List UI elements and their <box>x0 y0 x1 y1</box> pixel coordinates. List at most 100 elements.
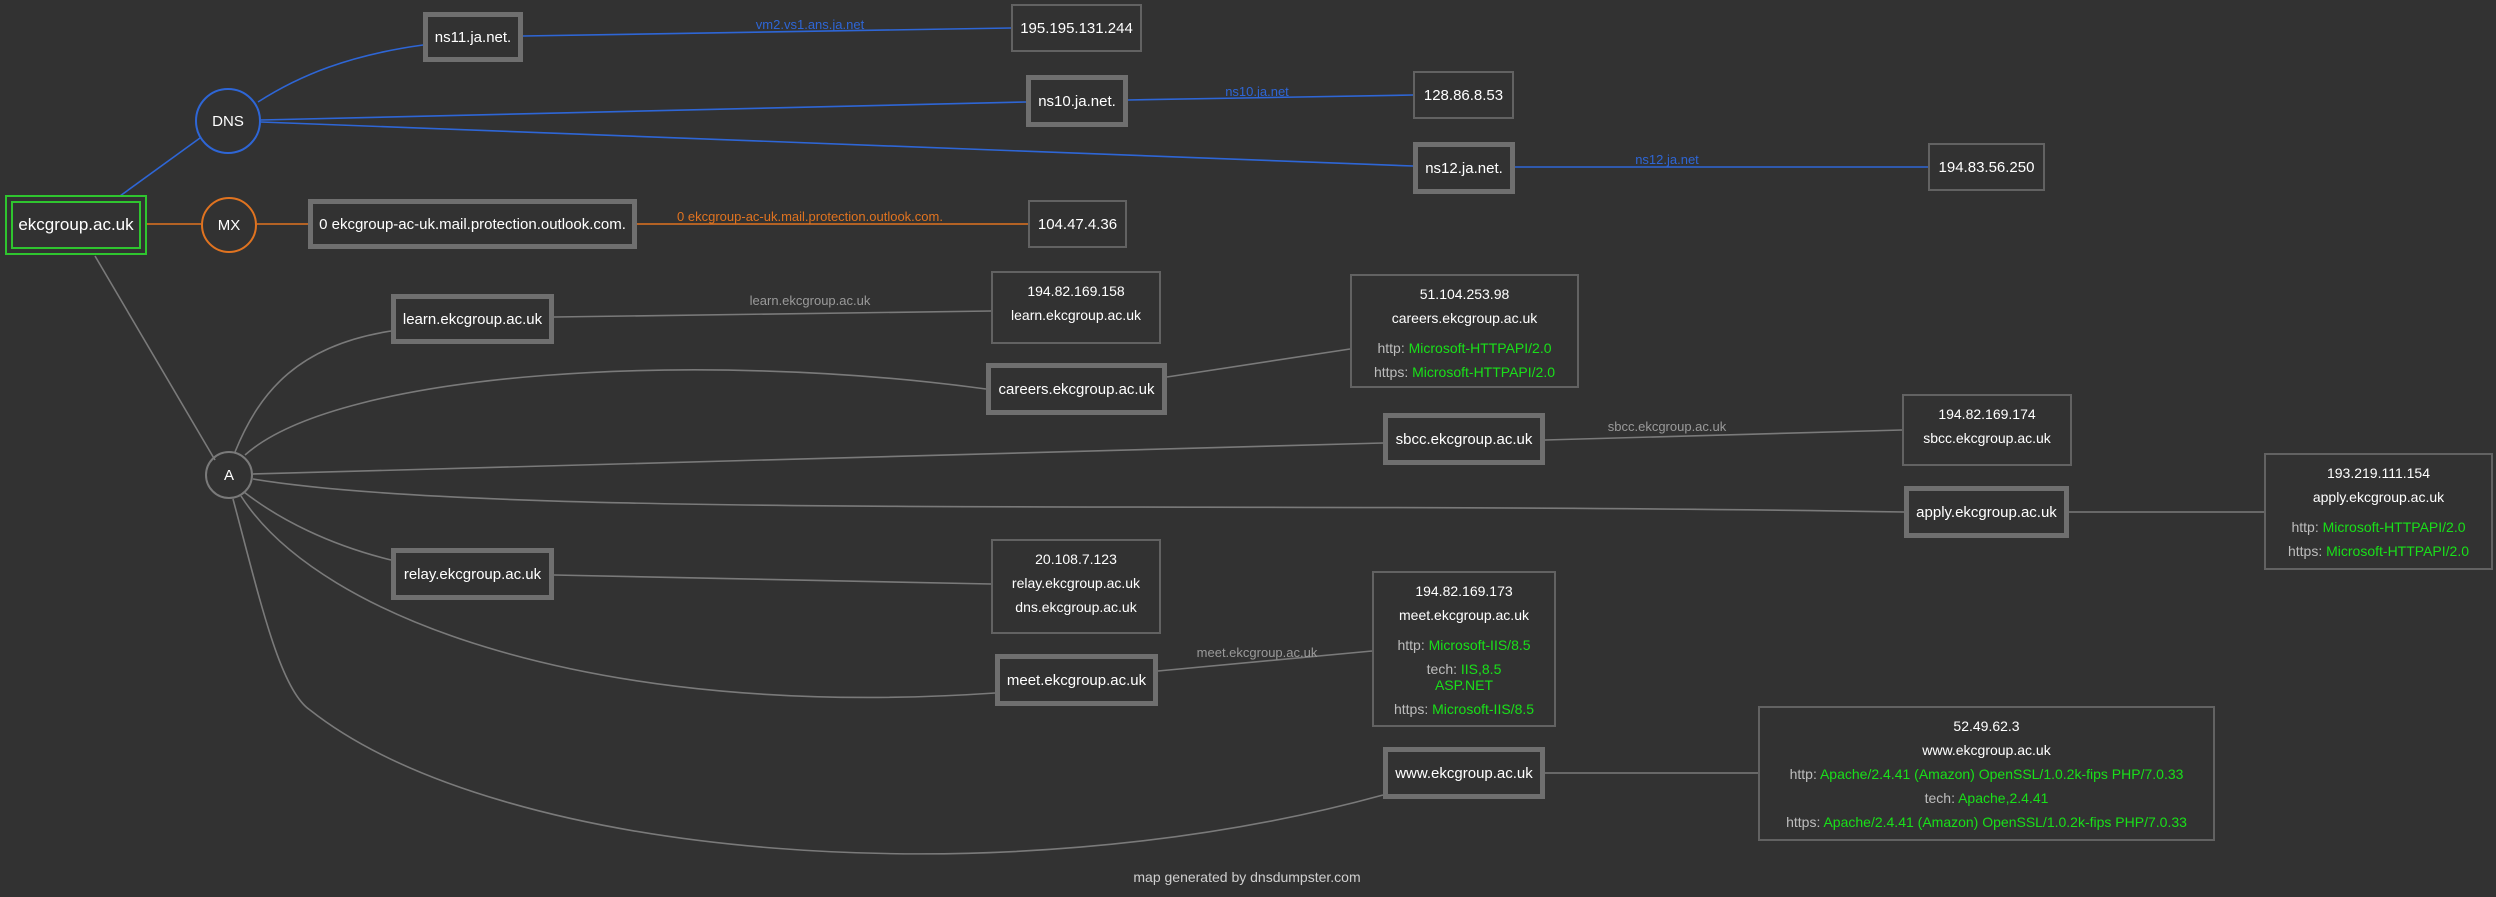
footer-credit: map generated by dnsdumpster.com <box>1133 869 1361 885</box>
edge-label: 0 ekcgroup-ac-uk.mail.protection.outlook… <box>677 209 943 224</box>
edge-label: ns12.ja.net <box>1635 152 1699 167</box>
edge-label: vm2.vs1.ans.ja.net <box>755 17 865 32</box>
info-key: http: <box>1789 766 1817 782</box>
info-key: tech: <box>1426 661 1457 677</box>
info-ip: 194.82.169.173 <box>1415 583 1513 599</box>
info-value: Microsoft-IIS/8.5 <box>1432 701 1535 717</box>
a-info-box[interactable]: 194.82.169.158 learn.ekcgroup.ac.uk <box>991 271 1161 344</box>
a-info-box[interactable]: 20.108.7.123 relay.ekcgroup.ac.uk dns.ek… <box>991 539 1161 634</box>
info-hostname: careers.ekcgroup.ac.uk <box>1391 310 1538 326</box>
learn-to-info-edge <box>553 310 992 318</box>
dns-ip-node[interactable]: 128.86.8.53 <box>1413 71 1514 119</box>
edge-label: sbcc.ekcgroup.ac.uk <box>1607 419 1727 434</box>
edge-label: meet.ekcgroup.ac.uk <box>1196 645 1318 660</box>
info-http: http: Apache/2.4.41 (Amazon) OpenSSL/1.0… <box>1760 762 2213 786</box>
dns-host-node[interactable]: ns10.ja.net. <box>1026 75 1128 127</box>
a-to-apply-edge <box>252 478 1905 513</box>
info-http: http: Microsoft-IIS/8.5 <box>1374 633 1554 657</box>
info-hostname: www.ekcgroup.ac.uk <box>1922 742 2051 758</box>
dns-ip-node[interactable]: 194.83.56.250 <box>1928 143 2045 191</box>
a-info-box[interactable]: 51.104.253.98 careers.ekcgroup.ac.uk htt… <box>1350 274 1579 388</box>
info-http: http: Microsoft-HTTPAPI/2.0 <box>1352 336 1577 360</box>
info-key: http: <box>2291 519 2319 535</box>
info-key: https: <box>1373 364 1409 380</box>
a-host-node[interactable]: careers.ekcgroup.ac.uk <box>986 363 1167 415</box>
info-ip: 51.104.253.98 <box>1419 286 1510 302</box>
info-key: http: <box>1377 340 1405 356</box>
info-https: https: Microsoft-IIS/8.5 <box>1374 697 1554 721</box>
a-to-www-edge <box>232 498 1384 855</box>
mx-ip-node[interactable]: 104.47.4.36 <box>1028 200 1127 248</box>
dns-group-node[interactable]: DNS <box>195 88 261 154</box>
info-value: Apache/2.4.41 (Amazon) OpenSSL/1.0.2k-fi… <box>1819 766 2184 782</box>
info-tech: tech: Apache,2.4.41 <box>1760 786 2213 810</box>
dns-ip-node[interactable]: 195.195.131.244 <box>1011 4 1142 52</box>
ns10-to-ip-edge <box>1127 94 1414 101</box>
info-value: Microsoft-HTTPAPI/2.0 <box>1408 340 1552 356</box>
info-ip: 20.108.7.123 <box>1035 551 1117 567</box>
dns-to-ns11-edge <box>257 44 424 103</box>
info-key: https: <box>1393 701 1429 717</box>
info-value: Microsoft-HTTPAPI/2.0 <box>2322 519 2466 535</box>
info-hostname: relay.ekcgroup.ac.uk <box>1011 575 1141 591</box>
edge-label: ns10.ja.net <box>1225 84 1289 99</box>
ns11-to-ip-edge <box>522 27 1012 37</box>
info-value: Microsoft-HTTPAPI/2.0 <box>1412 364 1556 380</box>
info-value: Apache/2.4.41 (Amazon) OpenSSL/1.0.2k-fi… <box>1823 814 2187 830</box>
info-hostname: apply.ekcgroup.ac.uk <box>2312 489 2445 505</box>
root-domain-node[interactable]: ekcgroup.ac.uk <box>5 195 147 255</box>
a-to-learn-edge <box>234 330 392 453</box>
info-key: https: <box>2287 543 2323 559</box>
a-info-box[interactable]: 52.49.62.3 www.ekcgroup.ac.uk http: Apac… <box>1758 706 2215 841</box>
dns-to-ns12-edge <box>260 121 1414 167</box>
info-ip: 193.219.111.154 <box>2326 465 2431 481</box>
info-hostname: meet.ekcgroup.ac.uk <box>1399 607 1529 623</box>
a-to-sbcc-edge <box>252 442 1384 475</box>
a-host-node[interactable]: relay.ekcgroup.ac.uk <box>391 548 554 600</box>
info-value: Apache,2.4.41 <box>1958 790 2049 806</box>
info-hostname: dns.ekcgroup.ac.uk <box>1015 599 1137 615</box>
dns-to-ns10-edge <box>260 101 1027 121</box>
mx-host-node[interactable]: 0 ekcgroup-ac-uk.mail.protection.outlook… <box>308 199 637 249</box>
careers-to-info-edge <box>1166 348 1351 378</box>
root-to-dns-edge <box>119 137 201 197</box>
dns-host-node[interactable]: ns11.ja.net. <box>423 12 523 62</box>
root-domain-label: ekcgroup.ac.uk <box>11 201 141 249</box>
a-to-meet-edge <box>240 495 996 699</box>
info-http: http: Microsoft-HTTPAPI/2.0 <box>2266 515 2491 539</box>
info-hostname: learn.ekcgroup.ac.uk <box>1011 307 1141 323</box>
info-ip: 194.82.169.158 <box>1027 283 1125 299</box>
a-host-node[interactable]: meet.ekcgroup.ac.uk <box>995 654 1158 706</box>
a-info-box[interactable]: 194.82.169.173 meet.ekcgroup.ac.uk http:… <box>1372 571 1556 727</box>
info-ip: 52.49.62.3 <box>1953 718 2020 734</box>
a-to-careers-edge <box>244 369 987 456</box>
mx-group-node[interactable]: MX <box>201 197 257 253</box>
info-key: tech: <box>1924 790 1955 806</box>
a-host-node[interactable]: learn.ekcgroup.ac.uk <box>391 294 554 344</box>
a-host-node[interactable]: apply.ekcgroup.ac.uk <box>1904 486 2069 538</box>
info-ip: 194.82.169.174 <box>1938 406 2036 422</box>
dns-host-node[interactable]: ns12.ja.net. <box>1413 142 1515 194</box>
info-value: Microsoft-HTTPAPI/2.0 <box>2326 543 2470 559</box>
info-https: https: Microsoft-HTTPAPI/2.0 <box>1352 360 1577 384</box>
info-key: https: <box>1786 814 1821 830</box>
info-value: Microsoft-IIS/8.5 <box>1428 637 1531 653</box>
root-to-a-edge <box>94 255 216 461</box>
relay-to-info-edge <box>553 574 992 585</box>
info-https: https: Microsoft-HTTPAPI/2.0 <box>2266 539 2491 563</box>
a-host-node[interactable]: www.ekcgroup.ac.uk <box>1383 747 1545 799</box>
info-value: IIS,8.5 <box>1460 661 1502 677</box>
info-hostname: sbcc.ekcgroup.ac.uk <box>1923 430 2051 446</box>
a-to-relay-edge <box>243 491 392 561</box>
a-info-box[interactable]: 193.219.111.154 apply.ekcgroup.ac.uk htt… <box>2264 453 2493 570</box>
info-https: https: Apache/2.4.41 (Amazon) OpenSSL/1.… <box>1760 810 2213 834</box>
meet-to-info-edge <box>1157 650 1373 672</box>
a-host-node[interactable]: sbcc.ekcgroup.ac.uk <box>1383 413 1545 465</box>
info-key: http: <box>1397 637 1425 653</box>
info-value: ASP.NET <box>1434 677 1494 693</box>
sbcc-to-info-edge <box>1544 429 1903 441</box>
a-group-node[interactable]: A <box>205 451 253 499</box>
a-info-box[interactable]: 194.82.169.174 sbcc.ekcgroup.ac.uk <box>1902 394 2072 466</box>
